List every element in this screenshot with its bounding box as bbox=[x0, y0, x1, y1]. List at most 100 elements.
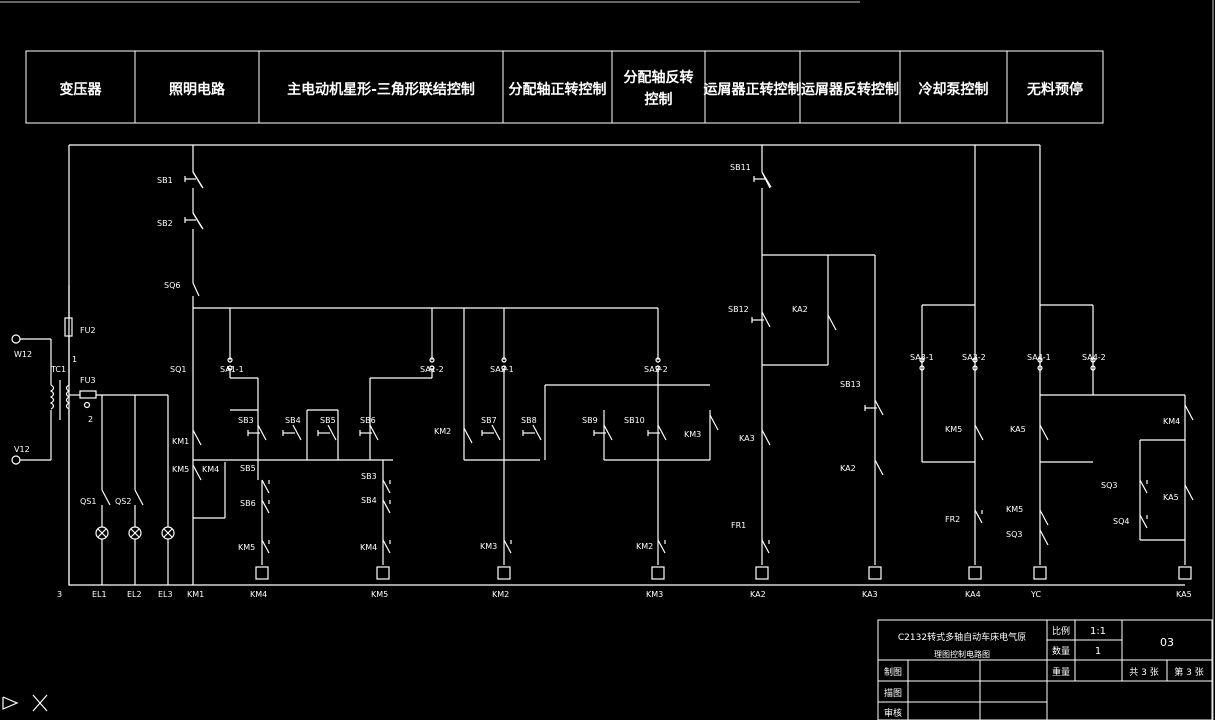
sq6-label: SQ6 bbox=[164, 281, 180, 290]
coil-ka4-label: KA4 bbox=[965, 590, 981, 599]
drawing-title-line2: 理图控制电路图 bbox=[934, 649, 990, 659]
circuit-wiring bbox=[11, 144, 1194, 586]
sa4-2-label: SA4-2 bbox=[1082, 353, 1106, 362]
sq3b-label: SQ3 bbox=[1101, 481, 1117, 490]
qs1-label: QS1 bbox=[80, 497, 96, 506]
section-header-3: 主电动机星形-三角形联结控制 bbox=[287, 81, 475, 98]
coil-km5-label: KM5 bbox=[371, 590, 388, 599]
sb1-label: SB1 bbox=[157, 176, 173, 185]
coil-km2-label: KM2 bbox=[492, 590, 509, 599]
sb3-label: SB3 bbox=[238, 416, 254, 425]
sb12-label: SB12 bbox=[728, 305, 749, 314]
ka2-interlock-label: KA2 bbox=[840, 464, 856, 473]
sq1-label: SQ1 bbox=[170, 365, 186, 374]
sb11-label: SB11 bbox=[730, 163, 751, 172]
section-header-5: 控制 bbox=[645, 91, 673, 108]
coil-km3-label: KM3 bbox=[646, 590, 663, 599]
el1-label: EL1 bbox=[92, 590, 107, 599]
total-sheets: 共 3 张 bbox=[1129, 667, 1158, 678]
sb10-label: SB10 bbox=[624, 416, 645, 425]
km5-coolant-label: KM5 bbox=[945, 425, 962, 434]
coil-ka2-label: KA2 bbox=[750, 590, 766, 599]
w12-terminal-label: W12 bbox=[14, 350, 32, 359]
sa4-1-label: SA4-1 bbox=[1027, 353, 1051, 362]
ka5-interlock-label: KA5 bbox=[1163, 493, 1179, 502]
ka3-contact-label: KA3 bbox=[739, 434, 755, 443]
sb6b-label: SB6 bbox=[240, 499, 256, 508]
ka5-contact-label: KA5 bbox=[1010, 425, 1026, 434]
section-header-9: 无料预停 bbox=[1026, 81, 1083, 98]
drawn-by-label: 制图 bbox=[884, 666, 902, 678]
km5-stop-label: KM5 bbox=[1006, 505, 1023, 514]
section-header-7: 运屑器反转控制 bbox=[801, 81, 899, 98]
sb8-label: SB8 bbox=[521, 416, 537, 425]
tap-1-label: 1 bbox=[72, 355, 77, 364]
km5-interlock-label: KM5 bbox=[238, 543, 255, 552]
sq3-label: SQ3 bbox=[1006, 530, 1022, 539]
sq4-label: SQ4 bbox=[1113, 517, 1129, 526]
ucs-cursor-icon bbox=[2, 694, 48, 712]
km4-stop-label: KM4 bbox=[1163, 417, 1180, 426]
sb5b-label: SB5 bbox=[240, 464, 256, 473]
ka2-contact-label: KA2 bbox=[792, 305, 808, 314]
fr1-label: FR1 bbox=[731, 521, 746, 530]
fr2-label: FR2 bbox=[945, 515, 960, 524]
sa2-1-label: SA2-1 bbox=[490, 365, 514, 374]
qs2-label: QS2 bbox=[115, 497, 131, 506]
sb7-label: SB7 bbox=[481, 416, 497, 425]
drafter-label: 描图 bbox=[884, 687, 902, 699]
km5-contact-label: KM5 bbox=[172, 465, 189, 474]
section-header-1: 变压器 bbox=[60, 81, 103, 98]
el3-label: EL3 bbox=[158, 590, 173, 599]
sa1-1-label: SA1-1 bbox=[220, 365, 244, 374]
wire-3-label: 3 bbox=[57, 590, 62, 599]
section-header-table bbox=[25, 50, 1104, 124]
fu2-label: FU2 bbox=[80, 326, 96, 335]
sb4-label: SB4 bbox=[285, 416, 301, 425]
sb13-label: SB13 bbox=[840, 380, 861, 389]
fu3-label: FU3 bbox=[80, 376, 96, 385]
km1-contact-label: KM1 bbox=[172, 437, 189, 446]
section-header-8: 冷却泵控制 bbox=[919, 81, 989, 98]
sa1-2-label: SA1-2 bbox=[420, 365, 444, 374]
scale-value: 1:1 bbox=[1090, 626, 1106, 637]
km3-contact-label: KM3 bbox=[684, 430, 701, 439]
section-header-4: 分配轴正转控制 bbox=[509, 81, 607, 98]
section-header-6: 运屑器正转控制 bbox=[704, 81, 802, 98]
sb6-label: SB6 bbox=[360, 416, 376, 425]
sa3-2-label: SA3-2 bbox=[962, 353, 986, 362]
drawing-number: 03 bbox=[1160, 636, 1174, 649]
checker-label: 审核 bbox=[884, 707, 902, 719]
el2-label: EL2 bbox=[127, 590, 142, 599]
km4-interlock-label: KM4 bbox=[360, 543, 377, 552]
coil-ka5-label: KA5 bbox=[1176, 590, 1192, 599]
title-block bbox=[877, 619, 1213, 720]
drawing-title-line1: C2132转式多轴自动车床电气原 bbox=[898, 631, 1026, 643]
sa2-2-label: SA2-2 bbox=[644, 365, 668, 374]
km2-contact-label: KM2 bbox=[434, 427, 451, 436]
sb4b-label: SB4 bbox=[361, 496, 377, 505]
tc1-label: TC1 bbox=[50, 365, 66, 374]
tap-2-label: 2 bbox=[88, 415, 93, 424]
sb9-label: SB9 bbox=[582, 416, 598, 425]
coil-yc-label: YC bbox=[1030, 590, 1041, 599]
km3-interlock-label: KM3 bbox=[480, 542, 497, 551]
section-header-5: 分配轴反转 bbox=[624, 69, 694, 86]
km2-interlock-label: KM2 bbox=[636, 542, 653, 551]
sheet-number: 第 3 张 bbox=[1174, 666, 1203, 678]
coil-ka3-label: KA3 bbox=[862, 590, 878, 599]
sa3-1-label: SA3-1 bbox=[910, 353, 934, 362]
coil-km4-label: KM4 bbox=[250, 590, 267, 599]
sb3b-label: SB3 bbox=[361, 472, 377, 481]
sb2-label: SB2 bbox=[157, 219, 173, 228]
coil-km1-label: KM1 bbox=[187, 590, 204, 599]
scale-label: 比例 bbox=[1052, 625, 1070, 637]
quantity-value: 1 bbox=[1095, 646, 1101, 657]
relay-coils bbox=[255, 566, 1192, 580]
sb5-label: SB5 bbox=[320, 416, 336, 425]
section-header-2: 照明电路 bbox=[169, 81, 226, 98]
km4-contact-label: KM4 bbox=[202, 465, 219, 474]
